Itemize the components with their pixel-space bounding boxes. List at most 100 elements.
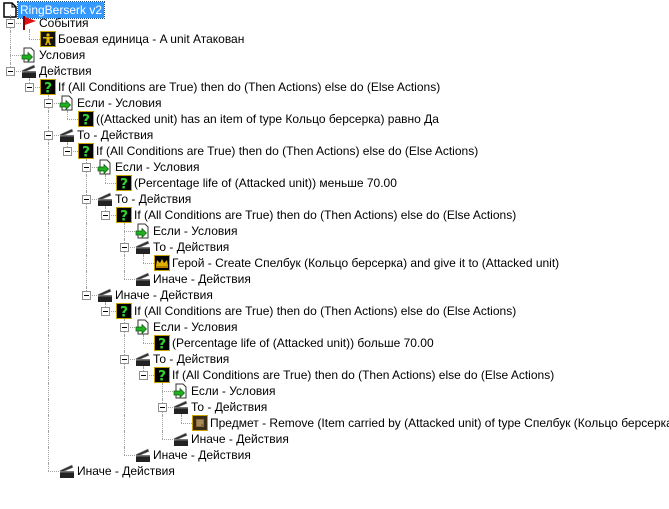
tree-node-label[interactable]: Иначе - Действия xyxy=(115,288,213,302)
tree-node-label[interactable]: If (All Conditions are True) then do (Th… xyxy=(96,144,479,158)
collapse-toggle[interactable] xyxy=(6,67,15,76)
tree-node-label[interactable]: То - Действия xyxy=(153,240,230,254)
tree-node-label[interactable]: If (All Conditions are True) then do (Th… xyxy=(134,304,517,318)
tree-node-label[interactable]: If (All Conditions are True) then do (Th… xyxy=(134,208,517,222)
conditions-icon xyxy=(135,223,151,239)
collapse-toggle[interactable] xyxy=(63,147,72,156)
collapse-toggle[interactable] xyxy=(82,195,91,204)
tree-node-label[interactable]: Иначе - Действия xyxy=(153,448,251,462)
collapse-toggle[interactable] xyxy=(6,19,15,28)
tree-line xyxy=(67,119,78,120)
collapse-toggle[interactable] xyxy=(120,323,129,332)
tree-node[interactable]: Герой - Create Спелбук (Кольцо берсерка)… xyxy=(0,255,669,271)
tree-node-label[interactable]: То - Действия xyxy=(115,192,192,206)
tree-node[interactable]: Иначе - Действия xyxy=(0,271,669,287)
tree-node-label[interactable]: Если - Условия xyxy=(153,320,238,334)
tree-node-label[interactable]: Иначе - Действия xyxy=(153,272,251,286)
svg-text:?: ? xyxy=(82,113,90,128)
hero-crown-icon xyxy=(154,255,170,271)
tree-node[interactable]: ?If (All Conditions are True) then do (T… xyxy=(0,79,669,97)
if-then-else-icon: ? xyxy=(154,335,170,353)
tree-node[interactable]: ?If (All Conditions are True) then do (T… xyxy=(0,303,669,321)
tree-line xyxy=(48,271,49,287)
tree-node[interactable]: То - Действия xyxy=(0,351,669,367)
collapse-toggle[interactable] xyxy=(158,403,167,412)
collapse-toggle[interactable] xyxy=(25,83,34,92)
tree-node-label[interactable]: Если - Условия xyxy=(77,96,162,110)
collapse-toggle[interactable] xyxy=(139,371,148,380)
tree-node[interactable]: Если - Условия xyxy=(0,223,669,239)
tree-node[interactable]: ? ((Attacked unit) has an item of type Ко… xyxy=(0,111,669,129)
tree-node-label[interactable]: RingBerserk v2 xyxy=(16,1,106,19)
tree-line xyxy=(86,271,87,287)
tree-node-label[interactable]: То - Действия xyxy=(77,128,154,142)
collapse-toggle[interactable] xyxy=(82,291,91,300)
tree-node[interactable]: То - Действия xyxy=(0,399,669,415)
tree-node[interactable]: Условия xyxy=(0,47,669,63)
tree-node[interactable]: Предмет - Remove (Item carried by (Attac… xyxy=(0,415,669,431)
tree-line xyxy=(124,367,125,383)
conditions-icon xyxy=(21,47,37,63)
tree-node-label[interactable]: Если - Условия xyxy=(153,224,238,238)
tree-node[interactable]: Если - Условия xyxy=(0,319,669,335)
tree-node-label[interactable]: (Percentage life of (Attacked unit)) мен… xyxy=(134,176,397,190)
tree-node[interactable]: ?If (All Conditions are True) then do (T… xyxy=(0,207,669,225)
tree-node[interactable]: Действия xyxy=(0,63,669,79)
collapse-toggle[interactable] xyxy=(101,211,110,220)
tree-node-label[interactable]: (Percentage life of (Attacked unit)) бол… xyxy=(172,336,434,350)
tree-node[interactable]: События xyxy=(0,15,669,31)
unit-event-icon xyxy=(40,31,56,47)
tree-node-label[interactable]: Боевая единица - A unit Атакован xyxy=(58,32,245,46)
collapse-toggle[interactable] xyxy=(44,99,53,108)
tree-line xyxy=(48,447,49,463)
tree-line xyxy=(124,255,125,271)
tree-node[interactable]: ?If (All Conditions are True) then do (T… xyxy=(0,143,669,161)
collapse-toggle[interactable] xyxy=(44,131,53,140)
tree-node[interactable]: ?If (All Conditions are True) then do (T… xyxy=(0,367,669,385)
tree-line xyxy=(124,415,125,431)
tree-node[interactable]: Если - Условия xyxy=(0,95,669,111)
tree-node-label[interactable]: Предмет - Remove (Item carried by (Attac… xyxy=(210,416,669,430)
tree-line xyxy=(86,223,87,239)
tree-node-label[interactable]: Иначе - Действия xyxy=(77,464,175,478)
tree-node-label[interactable]: Если - Условия xyxy=(115,160,200,174)
actions-icon xyxy=(59,463,75,479)
collapse-toggle[interactable] xyxy=(120,355,129,364)
tree-line xyxy=(48,431,49,447)
tree-node[interactable]: То - Действия xyxy=(0,127,669,143)
tree-node[interactable]: Боевая единица - A unit Атакован xyxy=(0,31,669,47)
tree-node-label[interactable]: Если - Условия xyxy=(191,384,276,398)
collapse-toggle[interactable] xyxy=(120,243,129,252)
tree-node-label[interactable]: Условия xyxy=(39,48,86,62)
collapse-toggle[interactable] xyxy=(82,163,91,172)
tree-node[interactable]: То - Действия xyxy=(0,191,669,207)
tree-node-label[interactable]: То - Действия xyxy=(153,352,230,366)
tree-node[interactable]: Иначе - Действия xyxy=(0,447,669,463)
if-then-else-icon: ? xyxy=(154,367,170,385)
tree-node[interactable]: То - Действия xyxy=(0,239,669,255)
tree-node-label[interactable]: Действия xyxy=(39,64,92,78)
tree-node-label[interactable]: События xyxy=(39,16,89,30)
tree-line xyxy=(124,271,125,279)
tree-node-label[interactable]: ((Attacked unit) has an item of type Кол… xyxy=(96,112,439,126)
tree-line xyxy=(48,383,49,399)
tree-node[interactable]: ?(Percentage life of (Attacked unit)) ме… xyxy=(0,175,669,193)
tree-node[interactable]: Иначе - Действия xyxy=(0,463,669,479)
tree-node[interactable]: Иначе - Действия xyxy=(0,431,669,447)
tree-node-label[interactable]: Герой - Create Спелбук (Кольцо берсерка)… xyxy=(172,256,560,270)
tree-node[interactable]: Иначе - Действия xyxy=(0,287,669,303)
tree-line xyxy=(48,303,49,319)
tree-line xyxy=(48,399,49,415)
tree-line xyxy=(48,351,49,367)
tree-node-label[interactable]: If (All Conditions are True) then do (Th… xyxy=(172,368,555,382)
tree-line xyxy=(143,343,154,344)
tree-node[interactable]: ?(Percentage life of (Attacked unit)) бо… xyxy=(0,335,669,353)
tree-node-label[interactable]: Иначе - Действия xyxy=(191,432,289,446)
tree-node-label[interactable]: If (All Conditions are True) then do (Th… xyxy=(58,80,441,94)
tree-node[interactable]: Если - Условия xyxy=(0,159,669,175)
collapse-toggle[interactable] xyxy=(101,307,110,316)
tree-node-label[interactable]: То - Действия xyxy=(191,400,268,414)
tree-node[interactable]: Если - Условия xyxy=(0,383,669,399)
tree-node[interactable]: RingBerserk v2 xyxy=(0,1,669,19)
